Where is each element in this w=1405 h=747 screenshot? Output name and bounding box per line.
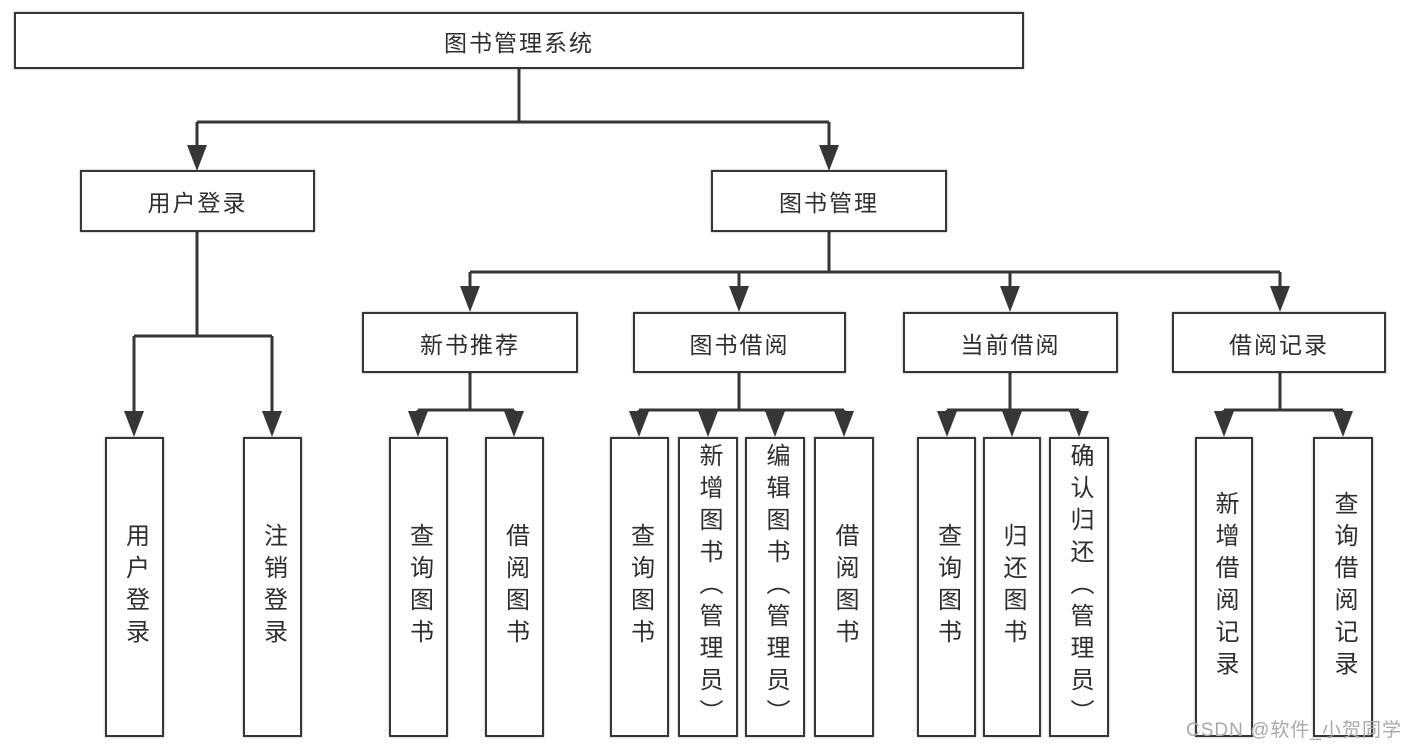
- arrow-down-icon: [729, 286, 749, 312]
- arrow-down-icon: [1069, 411, 1089, 437]
- leaf-add-books-admin: 新增图书（管理员）: [678, 437, 738, 737]
- node-current-borrow: 当前借阅: [903, 312, 1118, 373]
- node-book-borrow: 图书借阅: [633, 312, 846, 373]
- arrow-down-icon: [1333, 411, 1353, 437]
- leaf-borrow-books: 借阅图书: [814, 437, 874, 737]
- arrow-down-icon: [629, 411, 649, 437]
- node-book-management-module: 图书管理: [711, 170, 947, 232]
- watermark: CSDN @软件_小贺同学: [1186, 720, 1402, 741]
- arrow-down-icon: [1270, 286, 1290, 312]
- node-new-book-recommend: 新书推荐: [362, 312, 578, 373]
- leaf-query-borrow-record: 查询借阅记录: [1313, 437, 1373, 737]
- arrow-down-icon: [124, 411, 144, 437]
- node-library-management-system: 图书管理系统: [14, 12, 1024, 69]
- node-borrow-records: 借阅记录: [1172, 312, 1386, 373]
- arrowheads: [124, 145, 1353, 437]
- arrow-down-icon: [1214, 411, 1234, 437]
- arrow-down-icon: [187, 145, 207, 171]
- arrow-down-icon: [408, 411, 428, 437]
- arrow-down-icon: [1000, 286, 1020, 312]
- leaf-logout: 注销登录: [243, 437, 302, 737]
- arrow-down-icon: [262, 411, 282, 437]
- arrow-down-icon: [765, 411, 785, 437]
- leaf-return-books: 归还图书: [983, 437, 1041, 737]
- leaf-query-books-rec: 查询图书: [389, 437, 448, 737]
- arrow-down-icon: [834, 411, 854, 437]
- leaf-confirm-return-admin: 确认归还（管理员）: [1049, 437, 1109, 737]
- leaf-borrow-books-rec: 借阅图书: [485, 437, 544, 737]
- leaf-user-login: 用户登录: [105, 437, 164, 737]
- leaf-edit-books-admin: 编辑图书（管理员）: [745, 437, 805, 737]
- arrow-down-icon: [937, 411, 957, 437]
- leaf-query-books-borrow: 查询图书: [610, 437, 669, 737]
- node-user-login-module: 用户登录: [80, 170, 315, 232]
- arrow-down-icon: [460, 286, 480, 312]
- leaf-add-borrow-record: 新增借阅记录: [1195, 437, 1253, 737]
- arrow-down-icon: [1002, 411, 1022, 437]
- leaf-query-books-current: 查询图书: [917, 437, 976, 737]
- arrow-down-icon: [698, 411, 718, 437]
- arrow-down-icon: [504, 411, 524, 437]
- arrow-down-icon: [819, 145, 839, 171]
